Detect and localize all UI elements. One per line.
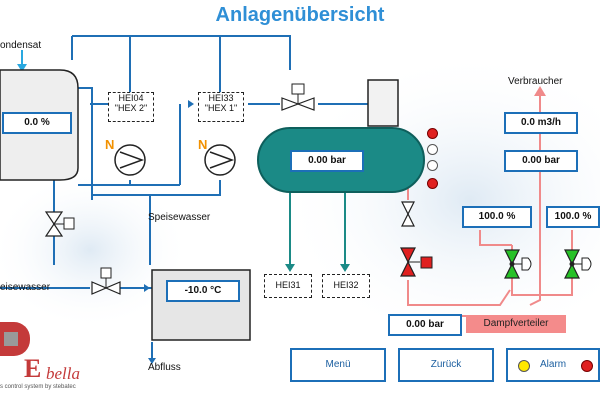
valve-right-position-display: 100.0 %	[546, 206, 600, 228]
boiler-pressure-display: 0.00 bar	[290, 150, 364, 172]
boiler-dome	[367, 79, 399, 127]
label-speisewasser: Speisewasser	[148, 212, 211, 223]
hex1-tag-id: HEI33	[208, 93, 234, 103]
boiler-pipes	[289, 190, 346, 270]
logo-mark-square-icon	[4, 332, 18, 346]
valve-tank-outlet	[44, 211, 75, 237]
steam-distributor: Dampfverteiler	[466, 315, 566, 333]
hex2-tag: HEI04 "HEX 2"	[108, 92, 154, 122]
boiler-status-lamp-2	[427, 144, 438, 155]
back-button[interactable]: Zurück	[398, 348, 494, 382]
consumer-pressure-display: 0.00 bar	[504, 150, 578, 172]
valve-main-steam	[400, 247, 433, 277]
alarm-button-label: Alarm	[540, 359, 567, 370]
valve-safety	[401, 201, 415, 227]
label-speisewasser-inlet: eisewasser	[0, 282, 51, 293]
tank-level-display: 0.0 %	[2, 112, 72, 134]
valve-left-position-display: 100.0 %	[462, 206, 532, 228]
distributor-pressure-display: 0.00 bar	[388, 314, 462, 336]
logo-brand-e: E	[24, 354, 42, 383]
consumer-flow-display: 0.0 m3/h	[504, 112, 578, 134]
boiler-status-lamp-4	[427, 178, 438, 189]
feedwater-temperature-display: -10.0 °C	[166, 280, 240, 302]
boiler-status-lamp-3	[427, 160, 438, 171]
menu-button[interactable]: Menü	[290, 348, 386, 382]
boiler-status-lamp-1	[427, 128, 438, 139]
hex1-tag-name: "HEX 1"	[204, 103, 238, 113]
logo-tagline: s control system by stebatec	[0, 384, 76, 390]
pump-hex1-label: N	[198, 137, 208, 152]
alarm-button[interactable]: Alarm	[506, 348, 600, 382]
pump-hex2	[114, 144, 146, 176]
ebella-logo: E bella s control system by stebatec	[0, 322, 110, 392]
logo-brand-text: bella	[46, 364, 80, 383]
hex2-tag-name: "HEX 2"	[114, 103, 148, 113]
alarm-indicator-icon	[518, 360, 530, 372]
hex1-tag: HEI33 "HEX 1"	[198, 92, 244, 122]
pump-hex2-label: N	[105, 137, 115, 152]
label-kondensat: ondensat	[0, 40, 42, 51]
water-splash-bg-left	[0, 170, 190, 330]
label-verbraucher: Verbraucher	[508, 76, 563, 87]
label-abfluss: Abfluss	[148, 362, 181, 373]
page-title: Anlagenübersicht	[215, 4, 385, 26]
hei32-tag: HEI32	[322, 274, 370, 298]
pump-hex1	[204, 144, 236, 176]
alarm-active-icon	[581, 360, 593, 372]
valve-boiler-supply	[281, 83, 315, 111]
hei31-tag: HEI31	[264, 274, 312, 298]
valve-control-left	[504, 249, 532, 279]
hex2-tag-id: HEI04	[118, 93, 144, 103]
valve-control-right	[564, 249, 592, 279]
valve-feedwater	[91, 267, 121, 295]
